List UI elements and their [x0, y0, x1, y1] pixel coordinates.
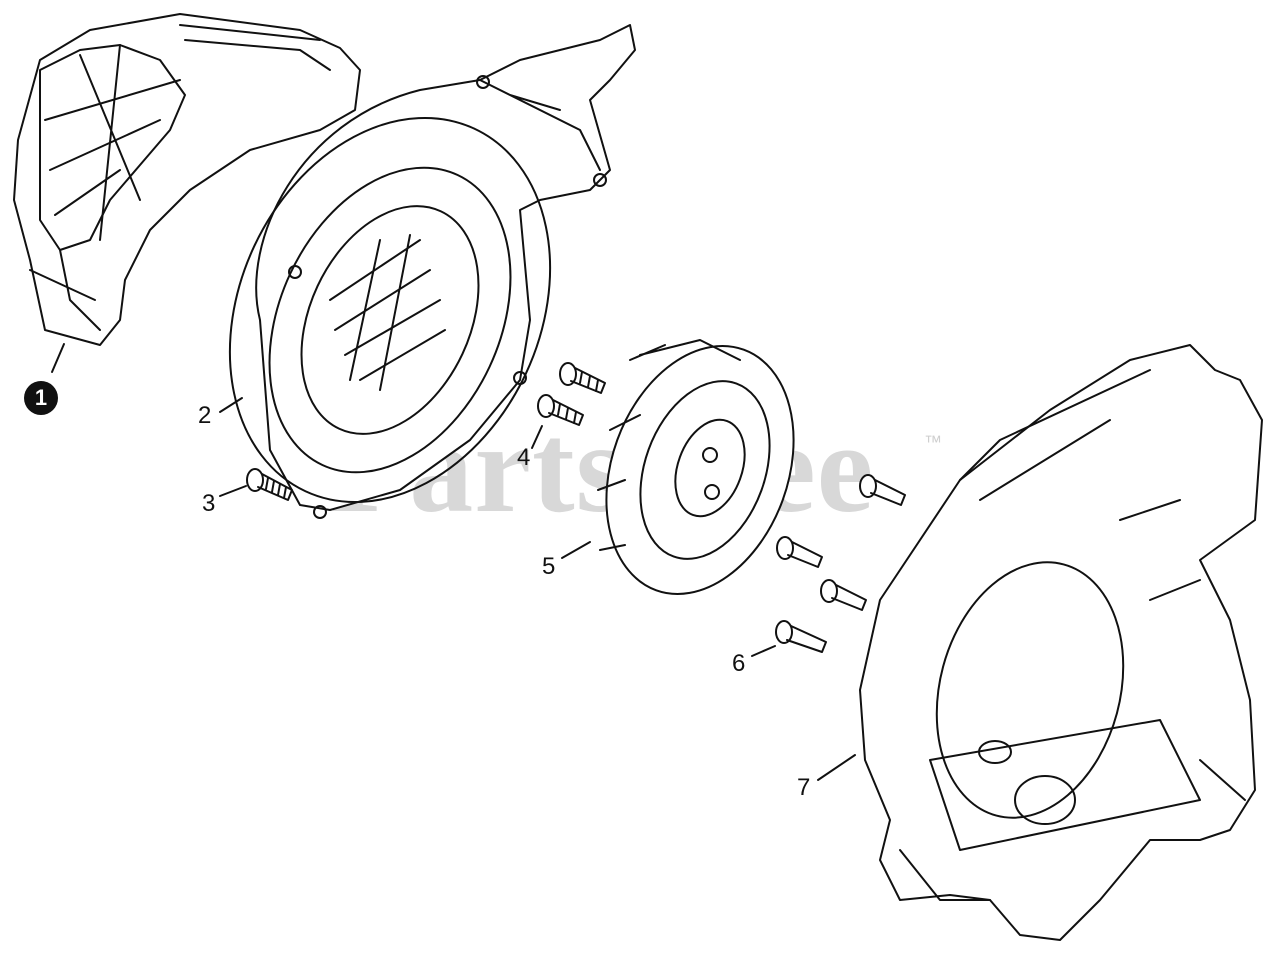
- part-3-screw[interactable]: [246, 468, 293, 501]
- part-6-screws[interactable]: [775, 474, 906, 653]
- leader-1: [51, 343, 65, 373]
- leader-4: [531, 425, 543, 449]
- callout-7[interactable]: 7: [797, 774, 811, 801]
- leader-7: [817, 754, 856, 781]
- leader-6: [751, 645, 776, 657]
- callout-3[interactable]: 3: [202, 490, 216, 517]
- leader-2: [219, 397, 243, 413]
- part-1-intake-cover[interactable]: [13, 13, 361, 346]
- part-5-impeller[interactable]: [574, 320, 827, 621]
- callout-6[interactable]: 6: [732, 650, 746, 677]
- leader-5: [561, 541, 591, 559]
- callout-5[interactable]: 5: [542, 553, 556, 580]
- callout-1-badge[interactable]: 1: [24, 381, 58, 415]
- callout-4[interactable]: 4: [517, 444, 531, 471]
- part-7-engine-housing[interactable]: [859, 344, 1263, 941]
- trademark-symbol: ™: [924, 432, 942, 452]
- callout-2[interactable]: 2: [198, 402, 212, 429]
- part-2-fan-housing[interactable]: [170, 24, 636, 555]
- leader-3: [219, 485, 247, 497]
- part-4-screws[interactable]: [537, 362, 606, 426]
